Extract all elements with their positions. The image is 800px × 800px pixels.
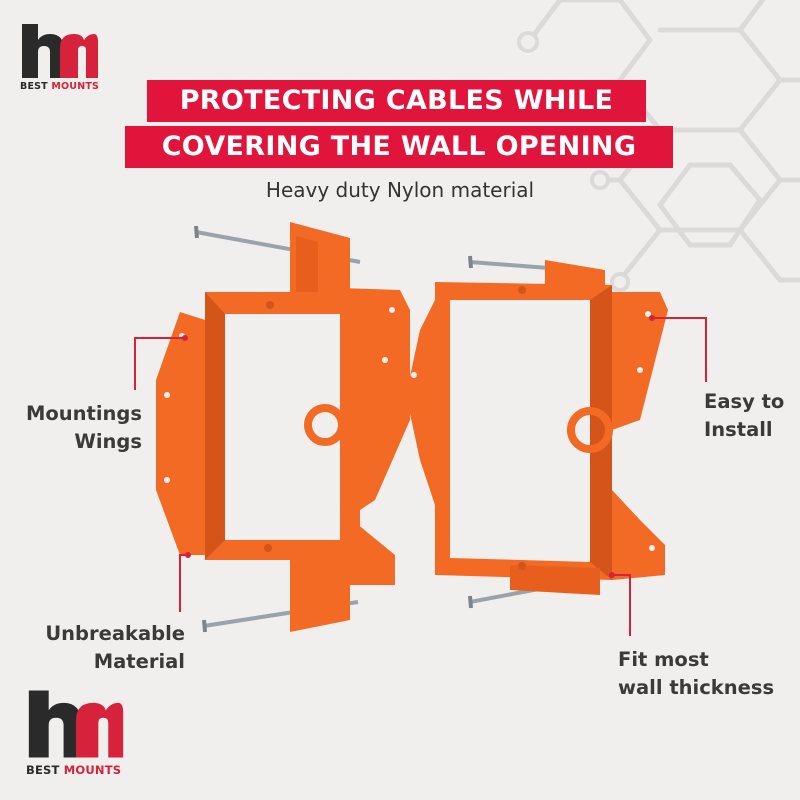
subtitle: Heavy duty Nylon material	[265, 178, 535, 202]
leader-fit-wall	[612, 574, 631, 636]
leader-mountings-wings	[134, 337, 185, 390]
right-bracket	[406, 255, 668, 609]
logo-wordmark: BEST MOUNTS	[26, 763, 122, 777]
callout-fit-wall-thickness: Fit most wall thickness	[618, 648, 775, 699]
leader-easy-install	[652, 317, 707, 382]
brand-logo-top: BEST MOUNTS	[20, 22, 100, 92]
callout-mountings-wings: Mountings Wings	[25, 402, 142, 453]
leader-unbreakable	[179, 554, 188, 612]
callout-easy-to-install: Easy to Install	[704, 390, 785, 441]
brand-logo-bottom: BEST MOUNTS	[26, 688, 126, 777]
logo-mark-icon	[28, 690, 124, 758]
left-bracket	[156, 222, 410, 633]
headline-line-1: PROTECTING CABLES WHILE	[147, 80, 646, 122]
logo-mark-icon	[22, 24, 98, 78]
logo-wordmark: BEST MOUNTS	[20, 81, 100, 92]
headline-line-2: COVERING THE WALL OPENING	[125, 126, 673, 168]
callout-unbreakable-material: Unbreakable Material	[45, 622, 185, 673]
